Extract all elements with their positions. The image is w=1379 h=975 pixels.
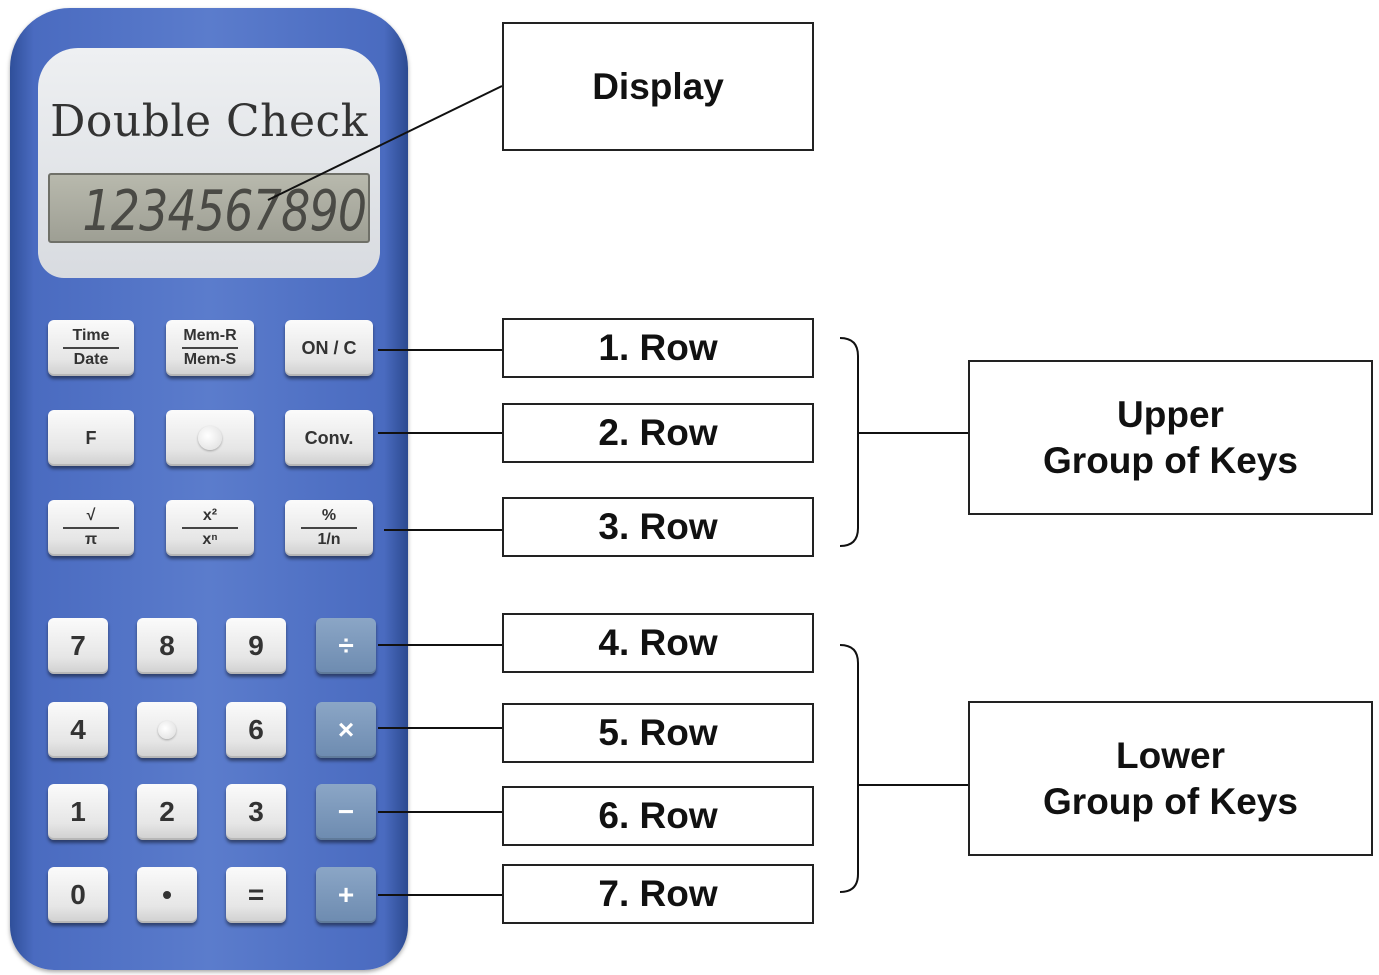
key-subtract[interactable]: − bbox=[316, 784, 376, 840]
key-function[interactable]: F bbox=[48, 410, 134, 466]
display-leader-line bbox=[267, 85, 503, 201]
key-4[interactable]: 4 bbox=[48, 702, 108, 758]
row3-callout: 3. Row bbox=[502, 497, 814, 557]
key-percent-reciprocal[interactable]: % 1/n bbox=[285, 500, 373, 556]
lower-group-brace bbox=[839, 644, 859, 893]
callout-label: 2. Row bbox=[598, 412, 718, 453]
key-label: 2 bbox=[159, 796, 175, 827]
row7-callout: 7. Row bbox=[502, 864, 814, 924]
callout-label: 1. Row bbox=[598, 327, 718, 368]
callout-label: 5. Row bbox=[598, 712, 718, 753]
callout-label: 3. Row bbox=[598, 506, 718, 547]
key-add[interactable]: + bbox=[316, 867, 376, 923]
key-0[interactable]: 0 bbox=[48, 867, 108, 923]
callout-label: Group of Keys bbox=[1043, 780, 1298, 822]
row6-callout: 6. Row bbox=[502, 786, 814, 846]
callout-label: Display bbox=[592, 65, 724, 107]
key-6[interactable]: 6 bbox=[226, 702, 286, 758]
display-value: 1234567890 bbox=[82, 179, 367, 244]
key-label: Conv. bbox=[304, 427, 354, 448]
tactile-dot-icon bbox=[158, 721, 176, 739]
key-label: ÷ bbox=[338, 630, 354, 661]
key-7[interactable]: 7 bbox=[48, 618, 108, 674]
key-label: 9 bbox=[248, 630, 264, 661]
key-label: + bbox=[337, 879, 355, 910]
key-on-clear[interactable]: ON / C bbox=[285, 320, 373, 376]
key-label: 4 bbox=[70, 714, 86, 745]
key-label-top: x² bbox=[202, 507, 218, 524]
key-label-top: % bbox=[321, 507, 337, 524]
key-sqrt-pi[interactable]: √π bbox=[48, 500, 134, 556]
callout-label: 7. Row bbox=[598, 873, 718, 914]
key-label: 3 bbox=[248, 796, 264, 827]
key-label-bottom: π bbox=[84, 531, 98, 548]
key-equals[interactable]: = bbox=[226, 867, 286, 923]
key-8[interactable]: 8 bbox=[137, 618, 197, 674]
key-label: F bbox=[85, 427, 97, 448]
row5-callout: 5. Row bbox=[502, 703, 814, 763]
key-label: ON / C bbox=[301, 337, 357, 358]
key-label: − bbox=[337, 796, 355, 827]
key-label: 1 bbox=[70, 796, 86, 827]
key-orientation-blank[interactable] bbox=[166, 410, 254, 466]
callout-label: Upper bbox=[1117, 393, 1224, 435]
key-label-top: Mem-R bbox=[183, 327, 237, 344]
callout-label: 6. Row bbox=[598, 795, 718, 836]
key-power[interactable]: x² xⁿ bbox=[166, 500, 254, 556]
key-9[interactable]: 9 bbox=[226, 618, 286, 674]
callout-label: Group of Keys bbox=[1043, 439, 1298, 481]
upper-group-callout: Upper Group of Keys bbox=[968, 360, 1373, 515]
key-label: 0 bbox=[70, 879, 86, 910]
row2-callout: 2. Row bbox=[502, 403, 814, 463]
display-callout: Display bbox=[502, 22, 814, 151]
key-label: = bbox=[247, 879, 265, 910]
key-label-top: √ bbox=[86, 507, 96, 524]
calculator-face-panel: Double Check 1234567890 bbox=[38, 48, 380, 278]
tactile-dot-icon bbox=[198, 426, 222, 450]
lcd-display: 1234567890 bbox=[48, 173, 370, 244]
brand-logo-text: Double Check bbox=[50, 96, 368, 147]
key-label: × bbox=[337, 714, 355, 745]
upper-group-brace bbox=[839, 337, 859, 547]
key-label: • bbox=[162, 879, 172, 910]
key-label: 8 bbox=[159, 630, 175, 661]
key-label-bottom: Date bbox=[73, 351, 109, 368]
row4-callout: 4. Row bbox=[502, 613, 814, 673]
key-label: 6 bbox=[248, 714, 264, 745]
key-label-bottom: Mem-S bbox=[183, 351, 237, 368]
callout-label: 4. Row bbox=[598, 622, 718, 663]
key-label-top: Time bbox=[72, 327, 110, 344]
key-label: 7 bbox=[70, 630, 86, 661]
key-3[interactable]: 3 bbox=[226, 784, 286, 840]
key-label-bottom: 1/n bbox=[317, 531, 341, 548]
key-multiply[interactable]: × bbox=[316, 702, 376, 758]
callout-label: Lower bbox=[1116, 734, 1225, 776]
key-conversion[interactable]: Conv. bbox=[285, 410, 373, 466]
key-divide[interactable]: ÷ bbox=[316, 618, 376, 674]
lower-group-callout: Lower Group of Keys bbox=[968, 701, 1373, 856]
row1-callout: 1. Row bbox=[502, 318, 814, 378]
key-1[interactable]: 1 bbox=[48, 784, 108, 840]
key-decimal-point[interactable]: • bbox=[137, 867, 197, 923]
key-mem[interactable]: Mem-R Mem-S bbox=[166, 320, 254, 376]
key-label-bottom: xⁿ bbox=[202, 531, 218, 548]
key-2[interactable]: 2 bbox=[137, 784, 197, 840]
key-5[interactable] bbox=[137, 702, 197, 758]
